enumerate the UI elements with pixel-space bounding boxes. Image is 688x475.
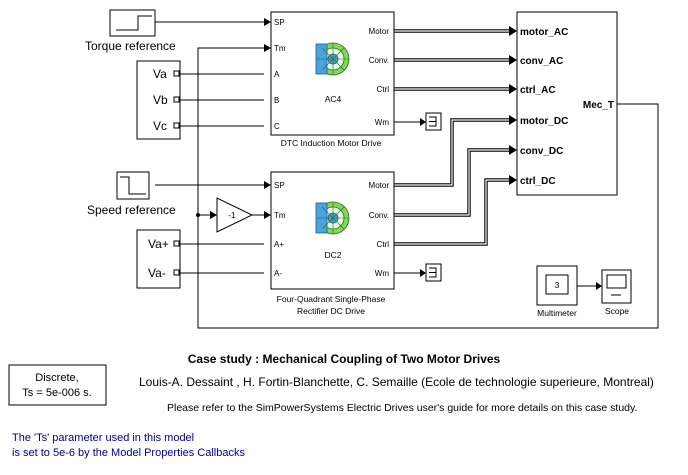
ac-port-sp: SP [274,18,285,27]
mec-port-mec-t: Mec_T [583,100,614,111]
case-study-title: Case study : Mechanical Coupling of Two … [187,352,501,366]
ac-model-label: AC4 [325,94,342,104]
dc-motor-icon [315,201,350,235]
ac-port-ctrl: Ctrl [377,85,390,94]
mec-port-ctrl-ac: ctrl_AC [520,85,556,96]
dc-drive-caption-line1: Four-Quadrant Single-Phase [277,294,386,304]
ac-port-motor: Motor [369,27,390,36]
torque-reference-block[interactable] [109,9,156,37]
induction-motor-icon [315,42,350,76]
ac-voltage-sources[interactable]: Va Vb Vc [136,60,181,140]
powergui-discrete-block[interactable]: Discrete, Ts = 5e-006 s. [8,364,107,406]
multimeter-label: Multimeter [537,308,577,318]
mec-port-conv-dc: conv_DC [520,146,563,157]
bus-wires [394,29,511,246]
mec-port-ctrl-dc: ctrl_DC [520,176,556,187]
speed-reference-block[interactable] [116,171,150,200]
dc-port-a-minus: A- [274,269,282,278]
multimeter-block[interactable]: 3 [536,265,578,306]
mec-coupling-block[interactable]: motor_AC conv_AC ctrl_AC motor_DC conv_D… [516,11,618,196]
port-icon [173,240,180,247]
dc2-drive-block[interactable]: SP Tm A+ A- Motor Conv. Ctrl Wm DC2 [270,171,395,290]
ac-drive-caption: DTC Induction Motor Drive [281,138,382,148]
ac-port-c: C [274,122,280,131]
signal-wires [155,21,659,329]
port-icon [173,96,180,103]
dc-port-wm: Wm [375,269,390,278]
speed-reference-label: Speed reference [87,203,176,217]
arrowheads [210,18,602,290]
ac-port-a: A [274,70,280,79]
dc-port-sp: SP [274,181,285,190]
authors-line: Louis-A. Dessaint , H. Fortin-Blanchette… [139,375,654,389]
dc-port-a-plus: A+ [274,240,284,249]
dc-model-label: DC2 [324,250,341,260]
dc-voltage-sources[interactable]: Va+ Va- [136,229,181,289]
dc-wm-terminator[interactable] [425,263,442,282]
scope-label: Scope [605,306,629,316]
source-va-label: Va [153,67,167,81]
source-va-plus-label: Va+ [148,237,169,251]
gain-block[interactable]: -1 [216,197,254,233]
refer-note: Please refer to the SimPowerSystems Elec… [167,402,638,414]
dc-port-ctrl: Ctrl [377,240,390,249]
torque-reference-label: Torque reference [85,39,176,53]
scope-block[interactable] [601,269,632,304]
ac-port-wm: Wm [375,118,390,127]
gain-value: -1 [228,210,236,220]
discrete-line2: Ts = 5e-006 s. [22,387,91,399]
dc-port-tm: Tm [274,211,286,220]
ac4-drive-block[interactable]: SP Tm A B C Motor Conv. Ctrl Wm AC4 [270,11,395,136]
ts-note-line1: The 'Ts' parameter used in this model [12,432,195,444]
dc-drive-caption-line2: Rectifier DC Drive [297,306,365,316]
mec-port-motor-ac: motor_AC [520,27,568,38]
port-icon [173,122,180,129]
source-vb-label: Vb [153,93,168,107]
ac-wm-terminator[interactable] [425,112,442,131]
dc-port-conv: Conv. [369,211,389,220]
port-icon [173,269,180,276]
ac-port-tm: Tm [274,44,286,53]
port-icon [173,70,180,77]
source-va-minus-label: Va- [148,266,166,280]
source-vc-label: Vc [153,119,167,133]
ts-note-line2: is set to 5e-6 by the Model Properties C… [12,447,245,459]
mec-port-conv-ac: conv_AC [520,56,563,67]
ac-port-b: B [274,96,279,105]
multimeter-value: 3 [555,280,560,290]
dc-port-motor: Motor [369,181,390,190]
mec-port-motor-dc: motor_DC [520,116,568,127]
ac-port-conv: Conv. [369,56,389,65]
discrete-line1: Discrete, [35,372,78,384]
